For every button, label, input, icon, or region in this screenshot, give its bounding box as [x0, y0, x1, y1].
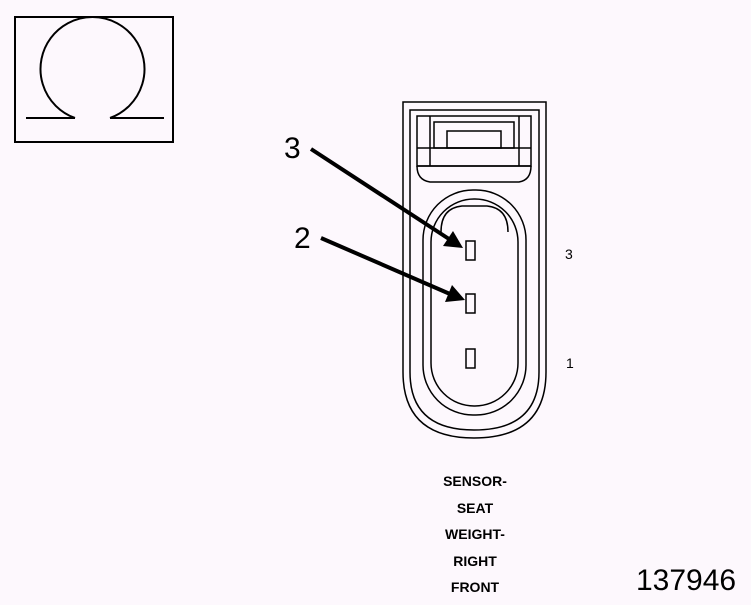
callout-arrow-3 [309, 147, 451, 241]
arrowhead-2 [445, 285, 465, 302]
terminals [465, 240, 476, 369]
terminal-2 [465, 293, 476, 314]
arrowhead-3 [443, 231, 463, 248]
caption-line: SEAT [456, 499, 494, 516]
caption-line: WEIGHT- [445, 526, 505, 542]
pin-label-3: 3 [565, 246, 573, 262]
caption-line: SENSOR- [443, 473, 507, 489]
caption-line: RIGHT [453, 552, 497, 569]
terminal-3 [465, 240, 476, 261]
caption-line: FRONT [450, 579, 500, 595]
connector-body [402, 101, 547, 439]
callout-label-2: 2 [294, 222, 311, 255]
figure-id: 137946 [636, 564, 737, 597]
terminal-1 [465, 348, 476, 369]
callout-arrows [309, 147, 465, 302]
ohm-icon [26, 16, 164, 119]
pin-label-1: 1 [566, 355, 574, 371]
component-caption: SENSOR- SEAT WEIGHT- RIGHT FRONT [405, 468, 545, 601]
ohm-symbol-box [14, 16, 174, 143]
callout-arrow-2 [320, 236, 451, 296]
callout-label-3: 3 [284, 132, 301, 165]
